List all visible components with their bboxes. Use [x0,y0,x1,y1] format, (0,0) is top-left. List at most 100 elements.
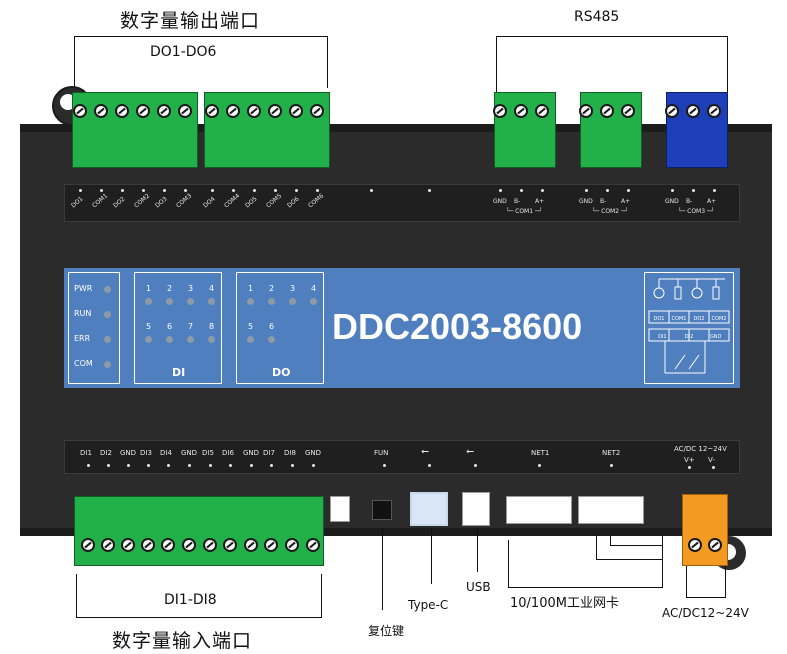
net1-port[interactable] [506,496,572,524]
terminal-screw [223,538,237,552]
terminal-dot [606,189,609,192]
channel-led [289,298,296,305]
terminal-dot [107,464,110,467]
power-connector[interactable] [682,494,728,566]
terminal-screw [686,104,700,118]
do-connector-block-1[interactable] [72,92,198,168]
terminal-screw [157,104,171,118]
di-connector-block[interactable] [74,496,324,566]
terminal-dot [209,464,212,467]
terminal-screw [182,538,196,552]
terminal-screw [306,538,320,552]
bottom-terminal-label: DI8 [284,449,296,457]
schematic-label: COM2 [711,316,727,322]
led-number: 5 [248,322,254,331]
terminal-screw [178,104,192,118]
terminal-dot [79,189,82,192]
terminal-screw [268,104,282,118]
terminal-dot [211,189,214,192]
rs485-port-label: └─ COM2 ─┘ [592,208,629,215]
terminal-screw [161,538,175,552]
schematic-label: GND [709,334,722,340]
terminal-dot [127,464,130,467]
terminal-screw [247,104,261,118]
bottom-terminal-label: GND [305,449,322,457]
led-number: 6 [269,322,275,331]
terminal-screw [600,104,614,118]
terminal-dot [713,189,716,192]
rs485-com1-connector[interactable] [494,92,556,168]
terminal-dot [188,464,191,467]
terminal-screw [514,104,528,118]
fun-label: FUN [374,449,389,457]
channel-led [208,298,215,305]
led-number: 1 [146,284,152,293]
vplus-label: V+ [684,456,695,464]
small-header-port[interactable] [330,496,350,522]
terminal-screw [535,104,549,118]
usb-port[interactable] [462,492,490,526]
channel-led [166,336,173,343]
status-led-box [68,272,120,384]
do-port-title: 数字量输出端口 [120,10,261,32]
usb-label: USB [466,580,491,594]
channel-led [247,298,254,305]
typec-port[interactable] [410,492,448,526]
usb-symbol-2: ⭠ [466,446,474,457]
reset-button[interactable] [372,500,392,520]
led-number: 5 [146,322,152,331]
terminal-dot [520,189,523,192]
terminal-screw [73,104,87,118]
terminal-screw [226,104,240,118]
status-led [104,286,111,293]
status-led-label: PWR [74,284,93,293]
channel-led [145,336,152,343]
rs485-com3-connector[interactable] [666,92,728,168]
bottom-terminal-label: DI5 [202,449,214,457]
terminal-dot [541,189,544,192]
terminal-dot [147,464,150,467]
terminal-dot [121,189,124,192]
terminal-dot [499,189,502,192]
led-number: 1 [248,284,254,293]
terminal-screw [621,104,635,118]
terminal-dot [100,189,103,192]
led-number: 2 [269,284,275,293]
channel-led [187,298,194,305]
net2-port[interactable] [578,496,644,524]
rs485-com2-connector[interactable] [580,92,642,168]
di-port-title: 数字量输入端口 [112,630,253,652]
terminal-dot [142,189,145,192]
rs485-term-label: A+ [621,198,631,205]
channel-led [145,298,152,305]
terminal-screw [707,104,721,118]
terminal-dot [671,189,674,192]
status-led-label: ERR [74,334,91,343]
vminus-label: V- [708,456,715,464]
bottom-terminal-label: DI3 [140,449,152,457]
di-box-label: DI [172,366,186,379]
terminal-dot [428,189,431,192]
channel-led [166,298,173,305]
net2-label: NET2 [602,449,621,457]
rs485-port-label: └─ COM3 ─┘ [678,208,715,215]
terminal-dot [87,464,90,467]
led-number: 3 [188,284,194,293]
bottom-terminal-label: DI7 [263,449,275,457]
bottom-terminal-label: DI1 [80,449,92,457]
terminal-dot [270,464,273,467]
terminal-dot [253,189,256,192]
typec-label: Type-C [408,598,449,612]
do-connector-block-2[interactable] [204,92,330,168]
terminal-screw [665,104,679,118]
channel-led [268,298,275,305]
rs485-term-label: GND [493,198,507,205]
terminal-screw [579,104,593,118]
led-number: 4 [311,284,317,293]
terminal-dot [585,189,588,192]
terminal-screw [136,104,150,118]
led-number: 7 [188,322,194,331]
terminal-dot [627,189,630,192]
di-range-label: DI1-DI8 [164,592,217,608]
terminal-screw [264,538,278,552]
